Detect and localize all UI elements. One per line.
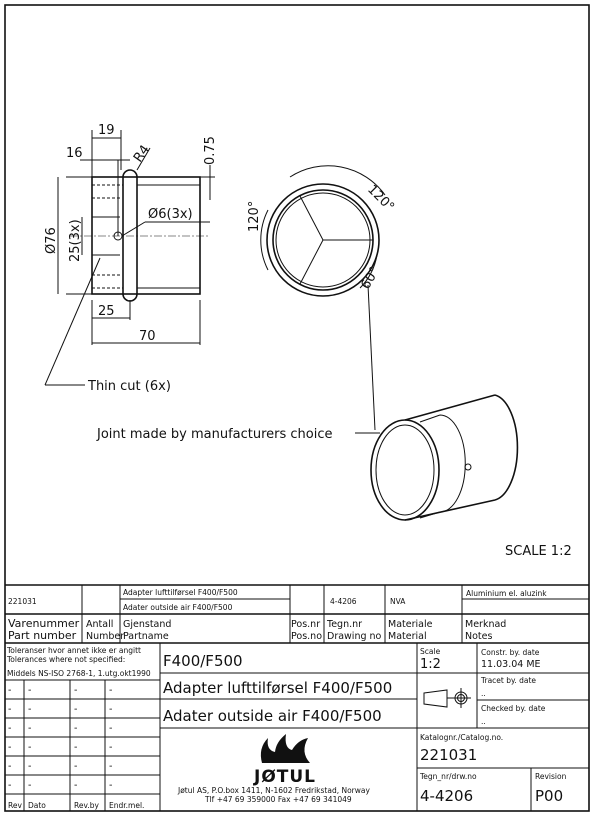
- revision-cell: -: [74, 742, 77, 753]
- note-joint: Joint made by manufacturers choice: [96, 427, 333, 442]
- revision-cell: -: [28, 704, 31, 715]
- revision-cell: -: [8, 742, 11, 753]
- revision-cell: -: [8, 685, 11, 696]
- revision-cell: -: [109, 780, 112, 791]
- label: Tolerances where not specified:: [6, 655, 125, 664]
- label: ..: [481, 689, 486, 698]
- label: Varenummer: [8, 617, 80, 630]
- drawing-frame: [4, 4, 590, 812]
- revision-cell: -: [109, 723, 112, 734]
- label: Pos.no: [291, 631, 322, 642]
- label: Part number: [8, 629, 77, 642]
- label: Katalognr./Catalog.no.: [420, 733, 503, 742]
- label: Pos.nr: [291, 619, 320, 630]
- dim-075: 0.75: [203, 136, 218, 165]
- label: Revision: [535, 772, 567, 781]
- label: 1:2: [420, 657, 441, 672]
- revision-cell: -: [74, 704, 77, 715]
- label: Adapter lufttilførsel F400/F500: [123, 588, 238, 597]
- end-view: 120° 120° 60°: [247, 165, 397, 431]
- revision-header: Rev.by: [74, 801, 99, 810]
- dim-19: 19: [98, 123, 115, 138]
- label: Tegn_nr/drw.no: [419, 772, 477, 781]
- revision-cell: -: [8, 723, 11, 734]
- bead: [122, 169, 138, 302]
- title-no: Adapter lufttilførsel F400/F500: [163, 679, 392, 697]
- label: Tlf +47 69 359000 Fax +47 69 341049: [204, 795, 352, 804]
- revision-cell: -: [74, 685, 77, 696]
- revision-cell: -: [74, 723, 77, 734]
- revision-cell: -: [74, 780, 77, 791]
- title-en: Adater outside air F400/F500: [163, 707, 382, 725]
- revision-cell: -: [28, 761, 31, 772]
- label: Scale: [420, 647, 441, 656]
- label: Drawing no: [327, 631, 382, 642]
- label: Number: [86, 631, 124, 642]
- label: Tracet by. date: [480, 676, 536, 685]
- drawing-number: 4-4206: [420, 787, 473, 805]
- revision-cell: -: [28, 780, 31, 791]
- label: Gjenstand: [123, 619, 171, 630]
- revision-cell: -: [109, 742, 112, 753]
- dim-70: 70: [139, 329, 156, 344]
- dim-hole: Ø6(3x): [148, 207, 193, 222]
- label: Middels NS-ISO 2768-1, 1.utg.okt1990: [7, 669, 151, 678]
- label: 221031: [8, 597, 37, 606]
- jotul-logo: JØTUL: [253, 734, 316, 787]
- revision-cell: -: [109, 685, 112, 696]
- revision-cell: -: [28, 742, 31, 753]
- label: Aluminium el. aluzink: [466, 589, 547, 598]
- title-main: F400/F500: [163, 652, 243, 670]
- label: Toleranser hvor annet ikke er angitt: [6, 646, 141, 655]
- revision-cell: -: [8, 780, 11, 791]
- note-scale: SCALE 1:2: [505, 544, 572, 559]
- dim-angle-60: 60°: [358, 265, 383, 292]
- dim-16: 16: [66, 146, 83, 161]
- revision-cell: -: [109, 761, 112, 772]
- label: Antall: [86, 619, 113, 630]
- dim-angle-120-top: 120°: [364, 182, 397, 215]
- dim-25x3: 25(3x): [68, 219, 83, 262]
- revision-cell: -: [8, 704, 11, 715]
- label: Notes: [465, 631, 492, 642]
- note-thin-cut: Thin cut (6x): [87, 379, 171, 394]
- revision-table: - - - - - - - - - - - - - - - - - - - - - - - - Rev Dato Rev.by End…: [5, 685, 160, 810]
- label: Partname: [123, 631, 169, 642]
- revision-value: P00: [535, 787, 563, 805]
- title-block: 221031 Adapter lufttilførsel F400/F500 A…: [5, 584, 589, 811]
- isometric-view: [370, 394, 519, 521]
- dim-r4: R4: [131, 143, 153, 166]
- label: Constr. by. date: [481, 648, 540, 657]
- projection-symbol-icon: [423, 688, 471, 708]
- revision-cell: -: [8, 761, 11, 772]
- label: JØTUL: [253, 767, 316, 787]
- dim-25: 25: [98, 304, 115, 319]
- dim-angle-120-left: 120°: [247, 201, 262, 232]
- label: ..: [481, 717, 486, 726]
- revision-header: Endr.mel.: [109, 801, 144, 810]
- label: 4-4206: [330, 597, 357, 606]
- label: Materiale: [388, 619, 433, 630]
- label: Checked by. date: [481, 704, 546, 713]
- label: 11.03.04 ME: [481, 659, 541, 670]
- label: Merknad: [465, 619, 506, 630]
- label: Jøtul AS, P.O.box 1411, N-1602 Fredrikst…: [177, 786, 370, 795]
- label: Adater outside air F400/F500: [123, 603, 233, 612]
- revision-header: Rev: [8, 801, 22, 810]
- revision-cell: -: [109, 704, 112, 715]
- side-view: 19 16 R4 0.75 Ø6(3x) Ø76 25(3x) 25 70 Th…: [44, 123, 218, 394]
- label: Material: [388, 631, 427, 642]
- label: Tegn.nr: [326, 619, 362, 630]
- label: NVA: [390, 597, 406, 606]
- revision-header: Dato: [28, 801, 46, 810]
- revision-cell: -: [28, 685, 31, 696]
- revision-cell: -: [74, 761, 77, 772]
- dim-dia76: Ø76: [44, 227, 59, 254]
- revision-cell: -: [28, 723, 31, 734]
- catalog-number: 221031: [420, 746, 477, 764]
